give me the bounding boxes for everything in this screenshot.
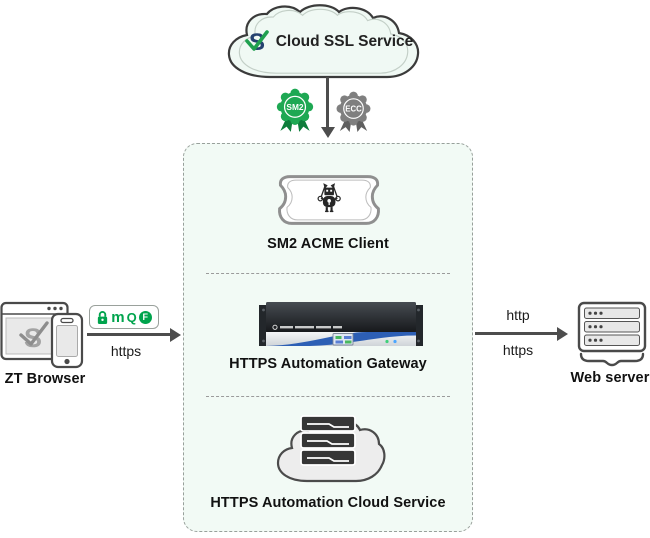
- ecc-seal-icon: ECC: [336, 91, 371, 132]
- cloud-shape-icon: [227, 4, 420, 79]
- https-left-label: https: [110, 343, 142, 359]
- acme-robot-icon: [278, 175, 380, 225]
- pill-letter-f-badge: F: [138, 310, 152, 324]
- sm2-seal-icon: SM2: [276, 88, 314, 132]
- svg-text:S: S: [24, 323, 42, 353]
- cloud-ssl-service-node: S Cloud SSL Service: [220, 2, 438, 82]
- sm2-seal-label: SM2: [286, 102, 304, 112]
- zt-browser-label: ZT Browser: [4, 371, 86, 387]
- https-right-label: https: [502, 342, 534, 358]
- cloud-ssl-label: Cloud SSL Service: [275, 32, 414, 50]
- browser-security-pill: m Q F: [89, 305, 159, 329]
- automation-panel: SM2 ACME Client: [183, 143, 473, 532]
- down-arrowhead-icon: [320, 127, 335, 138]
- gateway-label: HTTPS Automation Gateway: [229, 356, 427, 372]
- pill-letter-q: Q: [126, 309, 137, 325]
- gateway-appliance-icon: [259, 302, 423, 346]
- http-right-label: http: [506, 307, 530, 323]
- right-arrowhead-left-icon: [170, 327, 181, 342]
- right-arrowhead-right-icon: [557, 326, 568, 341]
- ecc-seal-label: ECC: [345, 105, 362, 114]
- cloud-to-panel-connector: [326, 77, 329, 128]
- panel-divider-1: [206, 273, 450, 274]
- web-server-icon: [577, 301, 647, 367]
- browser-to-panel-connector: [87, 333, 171, 336]
- panel-divider-2: [206, 396, 450, 397]
- pill-letter-m: m: [111, 308, 125, 326]
- cloud-servers-icon: [276, 415, 386, 483]
- zt-shield-logo-icon: S: [244, 29, 269, 55]
- panel-to-server-connector: [475, 332, 558, 335]
- lock-icon: [98, 310, 108, 324]
- acme-client-label: SM2 ACME Client: [267, 236, 389, 252]
- zt-browser-icon: S: [0, 301, 84, 369]
- cloud-service-label: HTTPS Automation Cloud Service: [210, 495, 446, 511]
- svg-text:S: S: [249, 29, 265, 55]
- web-server-label: Web server: [570, 370, 650, 386]
